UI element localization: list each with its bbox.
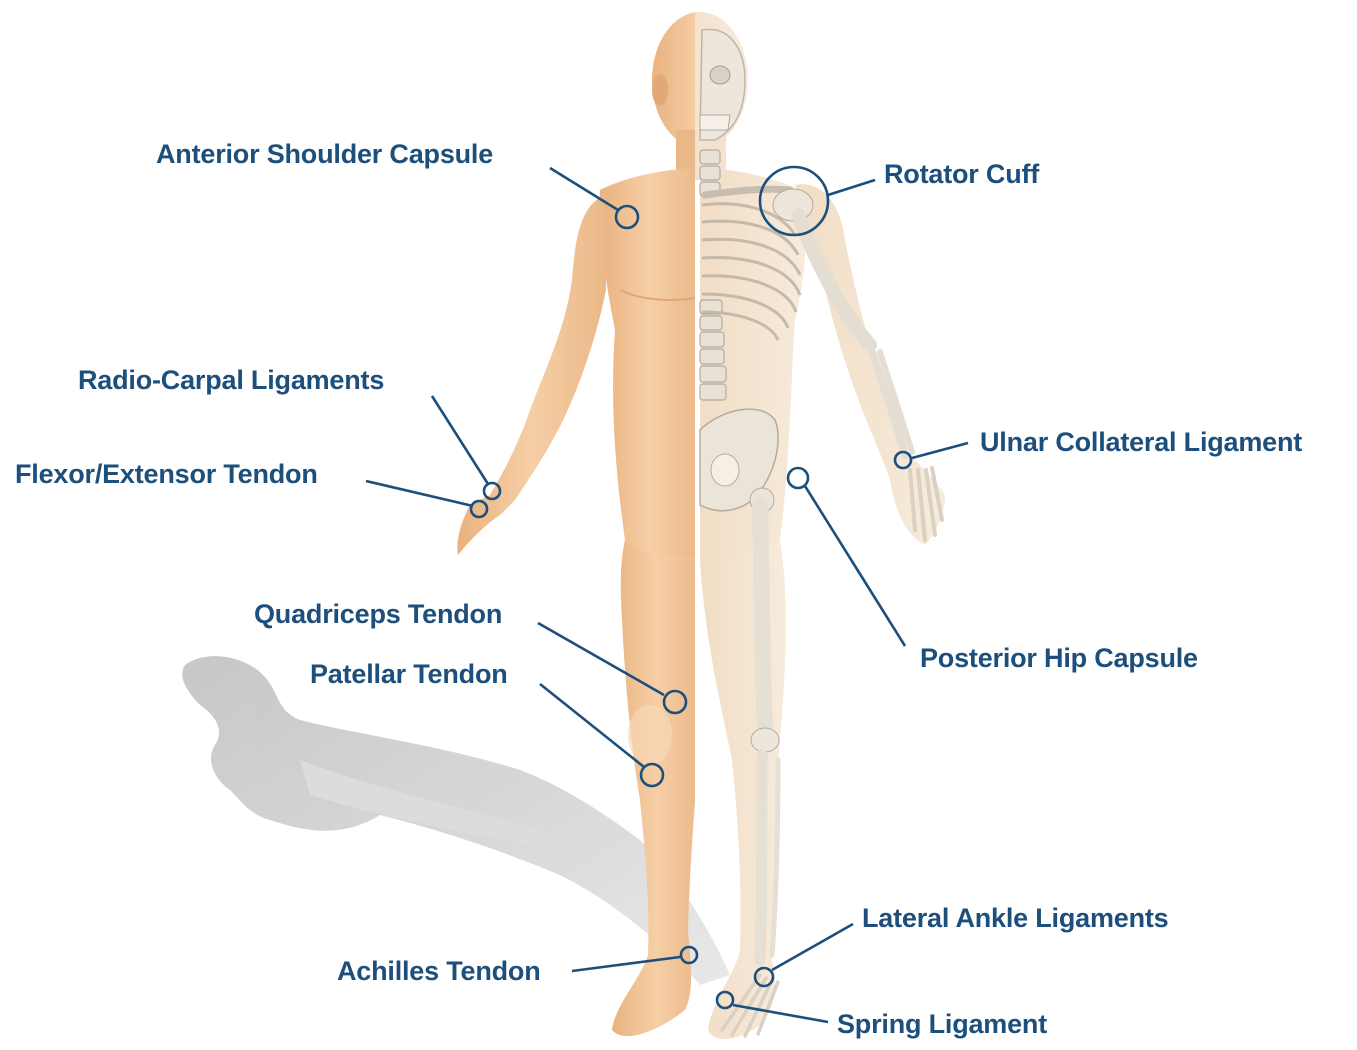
label-achilles-tendon: Achilles Tendon [337,956,541,986]
label-spring-ligament: Spring Ligament [837,1009,1047,1039]
label-lateral-ankle-ligaments: Lateral Ankle Ligaments [862,903,1169,933]
label-anterior-shoulder-capsule: Anterior Shoulder Capsule [156,139,493,169]
label-patellar-tendon: Patellar Tendon [310,659,508,689]
label-posterior-hip-capsule: Posterior Hip Capsule [920,643,1198,673]
marker-posterior-hip-capsule [788,468,808,488]
label-radio-carpal-ligaments: Radio-Carpal Ligaments [78,365,384,395]
label-ulnar-collateral-ligament: Ulnar Collateral Ligament [980,427,1302,457]
label-quadriceps-tendon: Quadriceps Tendon [254,599,502,629]
label-flexor-extensor-tendon: Flexor/Extensor Tendon [15,459,318,489]
label-rotator-cuff: Rotator Cuff [884,159,1039,189]
